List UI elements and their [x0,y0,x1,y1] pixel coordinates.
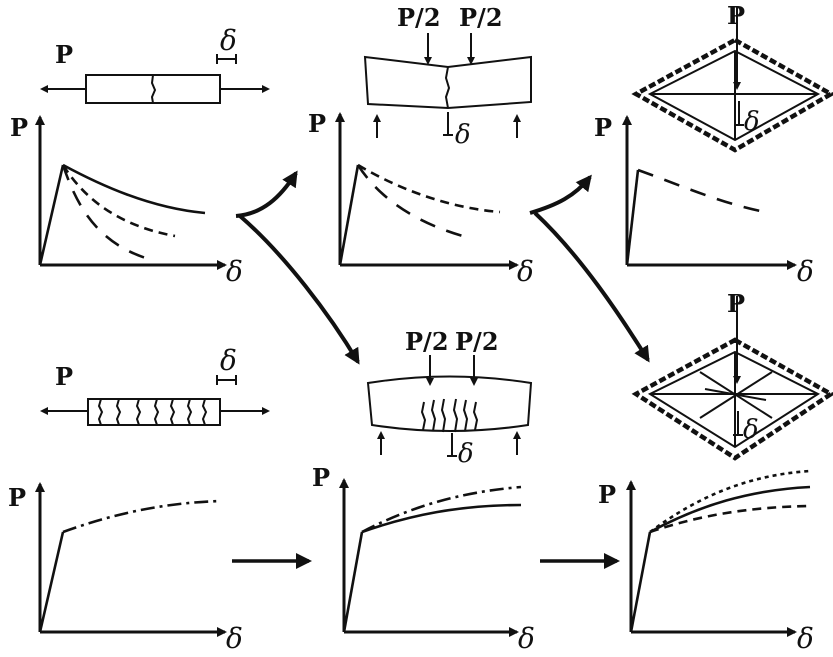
delta-axis-label: δ [226,622,243,655]
single-crack [150,74,157,104]
curve-solid [649,485,811,534]
tension-specimen-ductile: P δ [40,344,270,426]
transition-arrow-up [235,170,298,218]
graph-brittle-tension: P δ [10,113,243,288]
p-axis-label: P [8,483,26,512]
plate-deflection-label: δ [743,415,759,445]
p-axis-label: P [594,113,612,142]
load-label: P [55,40,73,69]
elastic-branch [38,531,65,633]
plate-inner-edge [647,350,821,449]
load-label: P [55,362,73,391]
flexure-single-crack [444,66,451,109]
flexure-beam [366,375,533,432]
p-axis-label: P [308,109,326,138]
elastic-branch [342,531,364,633]
p-axis-label: P [312,463,330,492]
transition-arrow-down [238,214,360,365]
delta-axis-label: δ [797,255,814,288]
tension-bar [87,398,221,426]
flexure-specimen-ductile: P/2 P/2 δ [366,327,533,469]
curve-short-dash [649,504,811,534]
displacement-label: δ [220,24,237,57]
graph-ductile-flexure: P δ [312,463,535,655]
plate-specimen-ductile: P δ [631,289,833,461]
half-load-label-right: P/2 [459,3,503,32]
curve-short-dash [61,164,176,238]
deflection-label: δ [455,120,471,150]
curve-long-dash [356,164,471,240]
curve-dotted [649,469,811,534]
plate-deflection-label: δ [744,107,760,137]
delta-axis-label: δ [517,255,534,288]
curve-solid [62,163,206,215]
elastic-branch [38,164,65,266]
plate-outer-edge [631,37,833,153]
graph-brittle-flexure: P δ [308,109,534,288]
p-axis-label: P [10,113,28,142]
plate-outer-edge [631,337,833,461]
curve-dash-dot [62,499,221,534]
transition-arrow-up [529,174,592,215]
curve-solid [361,503,522,534]
plate-load-label: P [727,1,745,30]
plate-inner-edge [647,49,821,142]
multiple-cracks [97,398,208,426]
curve-long-dash [637,168,766,214]
p-axis-label: P [598,480,616,509]
plate-load-label: P [727,289,745,318]
half-load-label-left: P/2 [405,327,449,356]
half-load-label-right: P/2 [455,327,499,356]
curve-long-dash [61,164,153,262]
elastic-branch [629,531,652,633]
graph-ductile-tension: P δ [8,482,243,655]
plate-specimen-brittle: P δ [631,1,833,153]
flexure-specimen-brittle: P/2 P/2 δ [363,3,532,150]
displacement-label: δ [220,344,237,377]
curve-short-dash [357,163,501,214]
elastic-branch [338,164,360,266]
half-load-label-left: P/2 [397,3,441,32]
transition-arrow-down [533,211,650,363]
plate-radial-cracks [652,353,817,446]
elastic-branch [625,169,640,266]
flexure-multiple-cracks [420,398,479,433]
curve-dash-dot [361,485,522,534]
deflection-label: δ [458,439,474,469]
graph-brittle-plate: P δ [594,113,814,288]
graph-ductile-plate: P δ [598,469,814,655]
delta-axis-label: δ [797,622,814,655]
delta-axis-label: δ [518,622,535,655]
tension-specimen-brittle: P δ [40,24,270,104]
delta-axis-label: δ [226,255,243,288]
